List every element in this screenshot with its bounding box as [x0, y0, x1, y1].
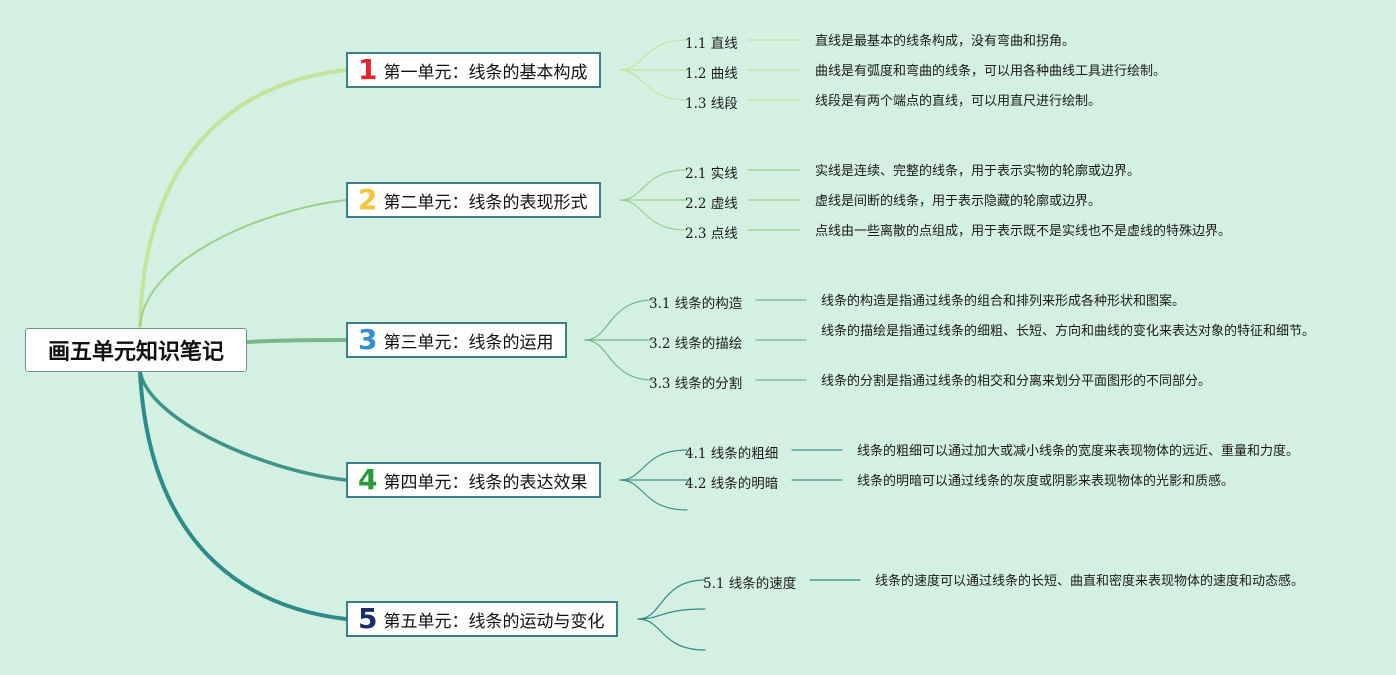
- topic-connector: [619, 479, 688, 511]
- unit-node-1[interactable]: 1 第一单元：线条的基本构成: [346, 52, 602, 88]
- topic-description: 直线是最基本的线条构成，没有弯曲和拐角。: [815, 34, 1076, 49]
- topic-label[interactable]: 3.3 线条的分割: [649, 376, 743, 392]
- branch-connector: [138, 370, 348, 621]
- branch-connector: [138, 68, 348, 328]
- topic-description: 线条的粗细可以通过加大或减小线条的宽度来表现物体的远近、重量和力度。: [857, 444, 1300, 459]
- topic-description: 线条的描绘是指通过线条的细粗、长短、方向和曲线的变化来表达对象的特征和细节。: [821, 324, 1316, 339]
- topic-description: 线段是有两个端点的直线，可以用直尺进行绘制。: [815, 94, 1102, 109]
- branch-connector: [243, 338, 348, 344]
- topic-label[interactable]: 3.2 线条的描绘: [649, 336, 743, 352]
- topic-description: 点线由一些离散的点组成，用于表示既不是实线也不是虚线的特殊边界。: [815, 224, 1232, 239]
- topic-description: 线条的构造是指通过线条的组合和排列来形成各种形状和图案。: [821, 294, 1186, 309]
- topic-label[interactable]: 4.2 线条的明暗: [685, 476, 779, 492]
- topic-connector: [619, 169, 688, 201]
- topic-description: 虚线是间断的线条，用于表示隐藏的轮廓或边界。: [815, 194, 1102, 209]
- unit-node-4[interactable]: 4 第四单元：线条的表达效果: [346, 462, 602, 498]
- unit-title: 第三单元：线条的运用: [383, 332, 554, 353]
- topic-description: 线条的明暗可以通过线条的灰度或阴影来表现物体的光影和质感。: [857, 474, 1235, 489]
- topic-description: 曲线是有弧度和弯曲的线条，可以用各种曲线工具进行绘制。: [815, 64, 1167, 79]
- topic-label[interactable]: 2.1 实线: [685, 166, 738, 182]
- unit-number: 2: [358, 183, 378, 216]
- topic-connector: [584, 339, 654, 381]
- topic-connector: [637, 618, 706, 651]
- topic-connector: [637, 579, 706, 620]
- topic-label[interactable]: 4.1 线条的粗细: [685, 446, 779, 462]
- unit-node-2[interactable]: 2 第二单元：线条的表现形式: [346, 182, 602, 218]
- topic-description: 线条的速度可以通过线条的长短、曲直和密度来表现物体的速度和动态感。: [875, 574, 1305, 589]
- unit-number: 3: [358, 323, 378, 356]
- unit-node-3[interactable]: 3 第三单元：线条的运用: [346, 322, 568, 358]
- topic-connector: [619, 69, 688, 101]
- unit-node-5[interactable]: 5 第五单元：线条的运动与变化: [346, 601, 619, 637]
- unit-title: 第四单元：线条的表达效果: [383, 472, 588, 493]
- topic-connector: [619, 199, 688, 231]
- root-label: 画五单元知识笔记: [47, 340, 224, 365]
- topic-label[interactable]: 2.3 点线: [685, 226, 738, 242]
- topic-description: 线条的分割是指通过线条的相交和分离来划分平面图形的不同部分。: [821, 374, 1212, 389]
- topic-description: 实线是连续、完整的线条，用于表示实物的轮廓或边界。: [815, 164, 1141, 179]
- topic-label[interactable]: 5.1 线条的速度: [703, 576, 797, 592]
- topic-label[interactable]: 1.2 曲线: [685, 66, 738, 82]
- branch-connector: [139, 199, 347, 327]
- root-node[interactable]: 画五单元知识笔记: [25, 328, 247, 372]
- unit-number: 5: [358, 602, 378, 635]
- topic-connector: [619, 449, 688, 481]
- topic-connector: [584, 299, 654, 341]
- unit-title: 第五单元：线条的运动与变化: [383, 611, 605, 632]
- topic-label[interactable]: 2.2 虚线: [685, 196, 738, 212]
- branch-connector: [138, 370, 348, 482]
- unit-title: 第一单元：线条的基本构成: [383, 62, 588, 83]
- unit-number: 1: [358, 53, 378, 86]
- topic-label[interactable]: 1.3 线段: [685, 96, 738, 112]
- topic-connector: [619, 39, 688, 71]
- topic-connector: [637, 608, 706, 620]
- topic-label[interactable]: 3.1 线条的构造: [649, 296, 743, 312]
- unit-title: 第二单元：线条的表现形式: [383, 192, 588, 213]
- topic-label[interactable]: 1.1 直线: [685, 36, 738, 52]
- unit-number: 4: [358, 463, 378, 496]
